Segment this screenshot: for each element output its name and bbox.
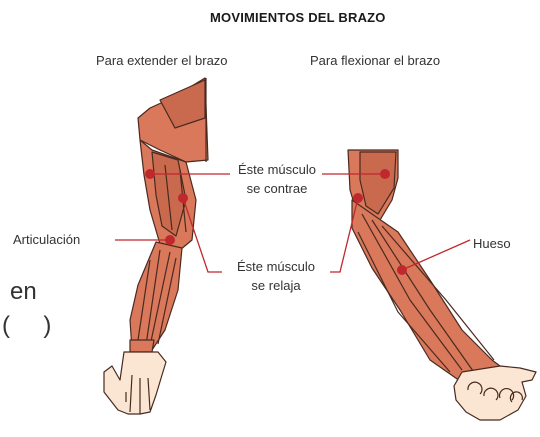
label-bone: Hueso	[473, 236, 511, 251]
margin-fragment-en: en	[10, 278, 37, 305]
dot-right-biceps	[380, 169, 390, 179]
dot-joint	[165, 235, 175, 245]
pointer-relaxes-left	[182, 197, 222, 273]
pointer-dots	[145, 169, 407, 275]
left-arm-extended	[103, 77, 209, 415]
right-forearm	[351, 199, 509, 389]
margin-fragment-parens: ( )	[2, 312, 52, 339]
left-forearm	[129, 241, 183, 351]
label-relaxes-line2: se relaja	[251, 278, 301, 293]
dot-left-triceps	[178, 193, 188, 203]
dot-bone	[397, 265, 407, 275]
left-hand	[103, 351, 167, 415]
label-contracts-line2: se contrae	[246, 181, 308, 196]
dot-right-triceps	[353, 193, 363, 203]
label-joint: Articulación	[13, 232, 81, 247]
right-arm-flexed	[347, 149, 537, 421]
label-contracts-line1: Éste músculo	[237, 162, 317, 177]
pointer-bone	[401, 239, 471, 271]
pointer-relaxes-right	[330, 197, 359, 273]
pointer-lines	[115, 173, 471, 273]
right-hand	[453, 365, 537, 421]
label-contracts: Éste músculo se contrae	[232, 160, 322, 198]
right-caption: Para flexionar el brazo	[310, 53, 441, 68]
diagram-title: MOVIMIENTOS DEL BRAZO	[210, 10, 386, 25]
label-relaxes: Éste músculo se relaja	[222, 257, 330, 295]
left-caption: Para extender el brazo	[96, 53, 228, 68]
label-relaxes-line1: Éste músculo	[236, 259, 316, 274]
dot-left-biceps	[145, 169, 155, 179]
